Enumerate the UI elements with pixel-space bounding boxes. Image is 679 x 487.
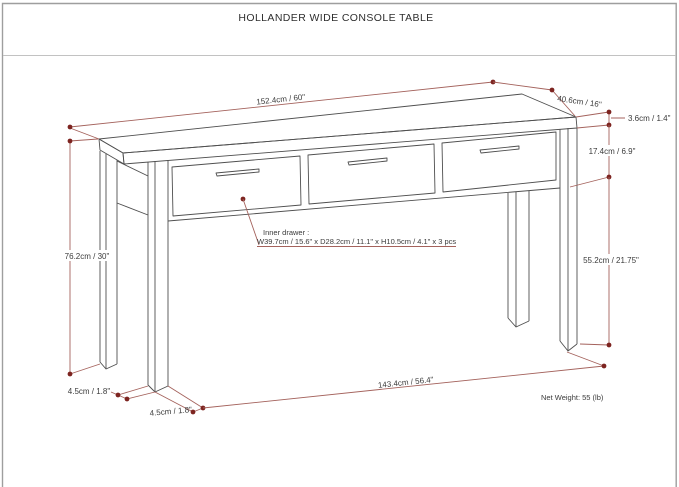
dim-leg-height-label: 55.2cm / 21.75" [583,256,639,265]
dim-depth-label: 40.6cm / 16" [557,94,603,109]
drawer-2 [307,143,436,205]
apron-left-panel [116,160,149,216]
tabletop-top-face [98,93,577,154]
dimension-top-width: 152.4cm / 60" [67,79,496,140]
dimension-leg-thickness-side: 4.5cm / 1.8" [68,385,156,402]
dim-bottom-span-label: 143.4cm / 56.4" [378,375,435,390]
dimension-leg-thickness-front: 4.5cm / 1.8" [149,385,206,418]
drawer-3 [441,131,557,193]
drawer-1 [171,155,302,217]
dimension-depth: 40.6cm / 16" [492,81,603,117]
dim-apron-height-label: 17.4cm / 6.9" [589,147,636,156]
tabletop-front-face [122,116,578,165]
dimension-leg-height: 55.2cm / 21.75" [579,177,641,348]
apron-bottom-edge [167,187,561,222]
front-right-leg [559,128,578,352]
net-weight-label: Net Weight: 55 (lb) [541,393,604,402]
dim-leg-thickness-front-label: 4.5cm / 1.8" [149,405,192,418]
inner-drawer-note-line1: Inner drawer : [263,228,309,237]
dim-top-thickness-label: 3.6cm / 1.4" [628,114,671,123]
drawer-3-handle [479,145,520,154]
front-left-leg [147,160,169,393]
dim-leg-thickness-side-label: 4.5cm / 1.8" [68,387,111,396]
inner-drawer-note: Inner drawer : W39.7cm / 15.6" x D28.2cm… [240,196,456,247]
drawer-2-handle [347,157,388,166]
dimension-top-thickness: 3.6cm / 1.4" [575,109,671,129]
dim-total-height-label: 76.2cm / 30" [65,252,110,261]
drawer-1-handle [215,168,260,177]
page-title: HOLLANDER WIDE CONSOLE TABLE [238,12,433,24]
table-outline [98,93,578,393]
back-right-leg [507,191,530,328]
tabletop-left-face [98,138,125,165]
back-left-leg [99,151,118,370]
inner-drawer-note-line2: W39.7cm / 15.6" x D28.2cm / 11.1" x H10.… [257,237,456,246]
dimension-apron-height: 17.4cm / 6.9" [569,125,640,188]
dimension-total-height: 76.2cm / 30" [61,138,114,377]
